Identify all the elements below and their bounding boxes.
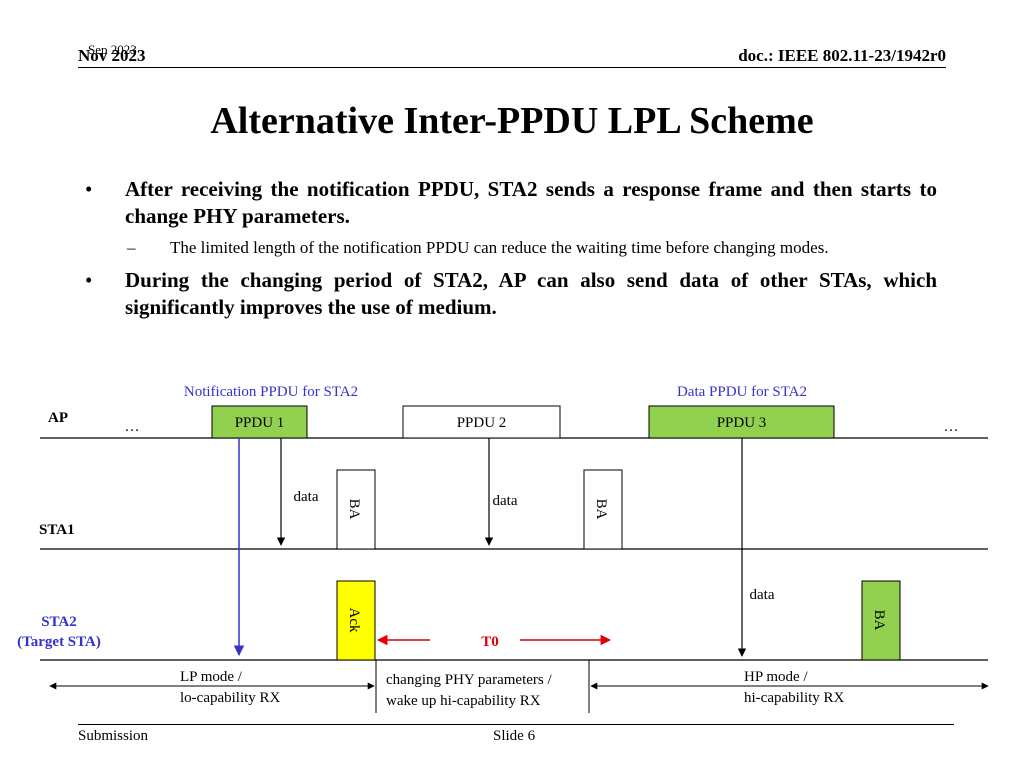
bullet-item-1: • After receiving the notification PPDU,…	[85, 176, 937, 230]
footer-rule	[78, 724, 954, 725]
ba-frame-sta2	[861, 580, 901, 661]
data-label-3: data	[750, 587, 775, 603]
sub-bullet-text-1: The limited length of the notification P…	[170, 238, 829, 257]
ellipsis-right: …	[944, 419, 959, 435]
lp-mode-line2: lo-capability RX	[180, 690, 281, 706]
ppdu1-label: PPDU 1	[235, 415, 285, 431]
changing-line1: changing PHY parameters /	[386, 672, 552, 688]
header-date: Sep 2023 Nov 2023	[78, 42, 146, 66]
bullet-text-2: During the changing period of STA2, AP c…	[125, 268, 937, 319]
bullet-list: • After receiving the notification PPDU,…	[85, 176, 937, 321]
footer-slide-number: Slide 6	[493, 728, 536, 744]
row-label-ap: AP	[48, 410, 68, 426]
header-rule	[78, 67, 946, 68]
bullet-marker: •	[85, 268, 93, 292]
row-label-sta2: STA2	[41, 614, 77, 630]
ppdu2-frame	[402, 405, 561, 439]
notification-ppdu-label: Notification PPDU for STA2	[184, 384, 358, 400]
ppdu1-frame	[211, 405, 308, 439]
data-ppdu-label: Data PPDU for STA2	[677, 384, 807, 400]
ellipsis-left: …	[125, 419, 140, 435]
ppdu2-label: PPDU 2	[457, 415, 507, 431]
ba-frame-sta1-1	[336, 469, 376, 550]
ba-label-2: BA	[593, 499, 609, 520]
bullet-text-1: After receiving the notification PPDU, S…	[125, 177, 937, 228]
footer-submission: Submission	[78, 728, 149, 744]
ppdu3-label: PPDU 3	[717, 415, 767, 431]
ba-frame-sta1-2	[583, 469, 623, 550]
hp-mode-line1: HP mode /	[744, 669, 808, 685]
row-label-sta2-sub: (Target STA)	[17, 634, 101, 650]
ba-label-3: BA	[871, 610, 887, 631]
header-doc-id: doc.: IEEE 802.11-23/1942r0	[738, 46, 946, 65]
t0-label: T0	[481, 634, 499, 650]
ack-label: Ack	[346, 608, 362, 633]
bullet-item-2: • During the changing period of STA2, AP…	[85, 267, 937, 321]
header-date-text: Nov 2023	[78, 46, 146, 65]
header-date-overlay: Sep 2023	[88, 42, 137, 57]
bullet-marker: •	[85, 177, 93, 201]
row-label-sta1: STA1	[39, 522, 75, 538]
ack-frame-sta2	[336, 580, 376, 661]
ba-label-1: BA	[346, 499, 362, 520]
lp-mode-line1: LP mode /	[180, 669, 243, 685]
sub-bullet-marker: –	[127, 238, 136, 257]
data-label-2: data	[493, 493, 518, 509]
data-label-1: data	[294, 489, 319, 505]
changing-line2: wake up hi-capability RX	[386, 693, 541, 709]
hp-mode-line2: hi-capability RX	[744, 690, 845, 706]
slide-title: Alternative Inter-PPDU LPL Scheme	[210, 100, 814, 142]
sub-bullet-item-1: – The limited length of the notification…	[85, 236, 937, 259]
